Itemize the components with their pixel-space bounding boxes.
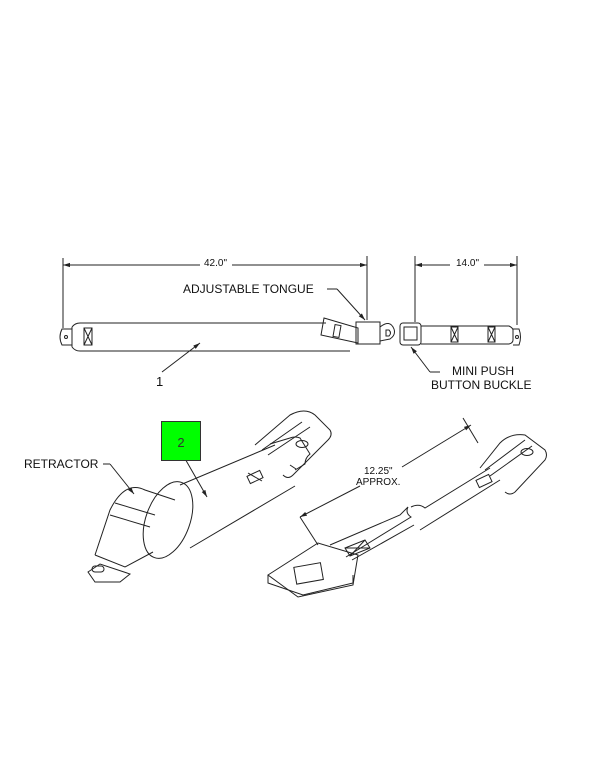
mini-push-button-buckle-belt <box>399 256 521 373</box>
buckle-label-line2: BUTTON BUCKLE <box>431 378 532 392</box>
approx-length-dimension: 12.25" <box>364 466 393 477</box>
belt-length-dimension: 42.0" <box>202 258 230 269</box>
callout-1[interactable]: 1 <box>156 374 164 389</box>
adjustable-tongue-label: ADJUSTABLE TONGUE <box>183 282 314 296</box>
retractor-belt-assembly <box>87 410 332 583</box>
approx-note: APPROX. <box>356 477 401 488</box>
buckle-belt-assembly <box>267 417 547 598</box>
retractor-label: RETRACTOR <box>24 457 99 471</box>
buckle-length-dimension: 14.0" <box>454 258 482 269</box>
callout-2-highlighted[interactable]: 2 <box>161 421 201 461</box>
lap-belt-with-adjustable-tongue <box>59 256 395 373</box>
buckle-label-line1: MINI PUSH <box>452 364 515 378</box>
